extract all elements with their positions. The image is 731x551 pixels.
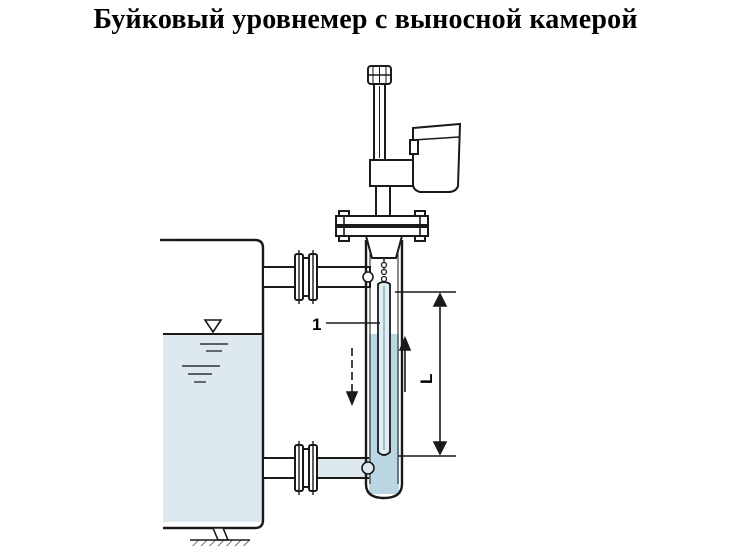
level-marker-icon: [203, 319, 223, 334]
transmitter-housing: [412, 122, 462, 193]
up-arrow-icon: [398, 335, 412, 392]
tank-liquid: [163, 334, 263, 522]
lower-nozzle: [262, 441, 371, 495]
float-number-label: 1: [312, 315, 321, 334]
tank-support: [190, 527, 250, 546]
upper-nozzle: [262, 250, 371, 304]
liquid-ripples: [182, 343, 228, 383]
diagram-title: Буйковый уровнемер с выносной камерой: [93, 4, 638, 35]
transmitter-head: [367, 65, 462, 217]
range-letter-label: L: [417, 374, 436, 384]
chamber-flange: [335, 210, 429, 259]
tank: [160, 238, 265, 546]
chamber-body: [364, 240, 404, 500]
displacer-float: [377, 240, 391, 456]
down-arrow-icon: [345, 348, 359, 407]
range-dimension: [395, 291, 456, 457]
float-callout: 1: [312, 315, 380, 334]
tank-wall: [163, 238, 265, 530]
